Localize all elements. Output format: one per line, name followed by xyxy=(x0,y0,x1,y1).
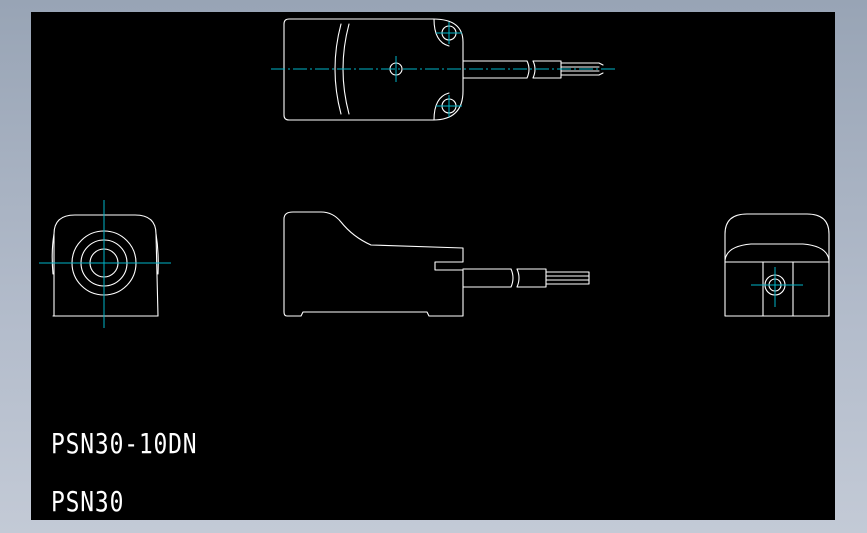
front-view-body-outline xyxy=(53,214,159,317)
rear-view-shoulder xyxy=(724,243,830,261)
side-cable xyxy=(462,268,547,288)
side-view xyxy=(283,211,590,317)
front-view-side-flare xyxy=(51,233,159,275)
cad-drawing xyxy=(39,18,830,328)
rear-view-body-outline xyxy=(724,213,830,317)
top-view-body-outline xyxy=(283,18,464,121)
model-label: PSN30-10DN xyxy=(51,427,198,460)
rear-view xyxy=(724,213,830,317)
series-label: PSN30 xyxy=(51,485,125,518)
top-cable-wires xyxy=(560,62,604,76)
side-cable-wires xyxy=(545,271,590,285)
front-view xyxy=(39,200,171,328)
side-view-body-outline xyxy=(283,211,464,317)
top-view xyxy=(271,18,616,121)
rear-view-cable-slot xyxy=(762,261,794,317)
cad-viewport[interactable]: PSN30-10DN PSN30 xyxy=(31,12,835,520)
top-view-ear-line xyxy=(433,18,450,121)
